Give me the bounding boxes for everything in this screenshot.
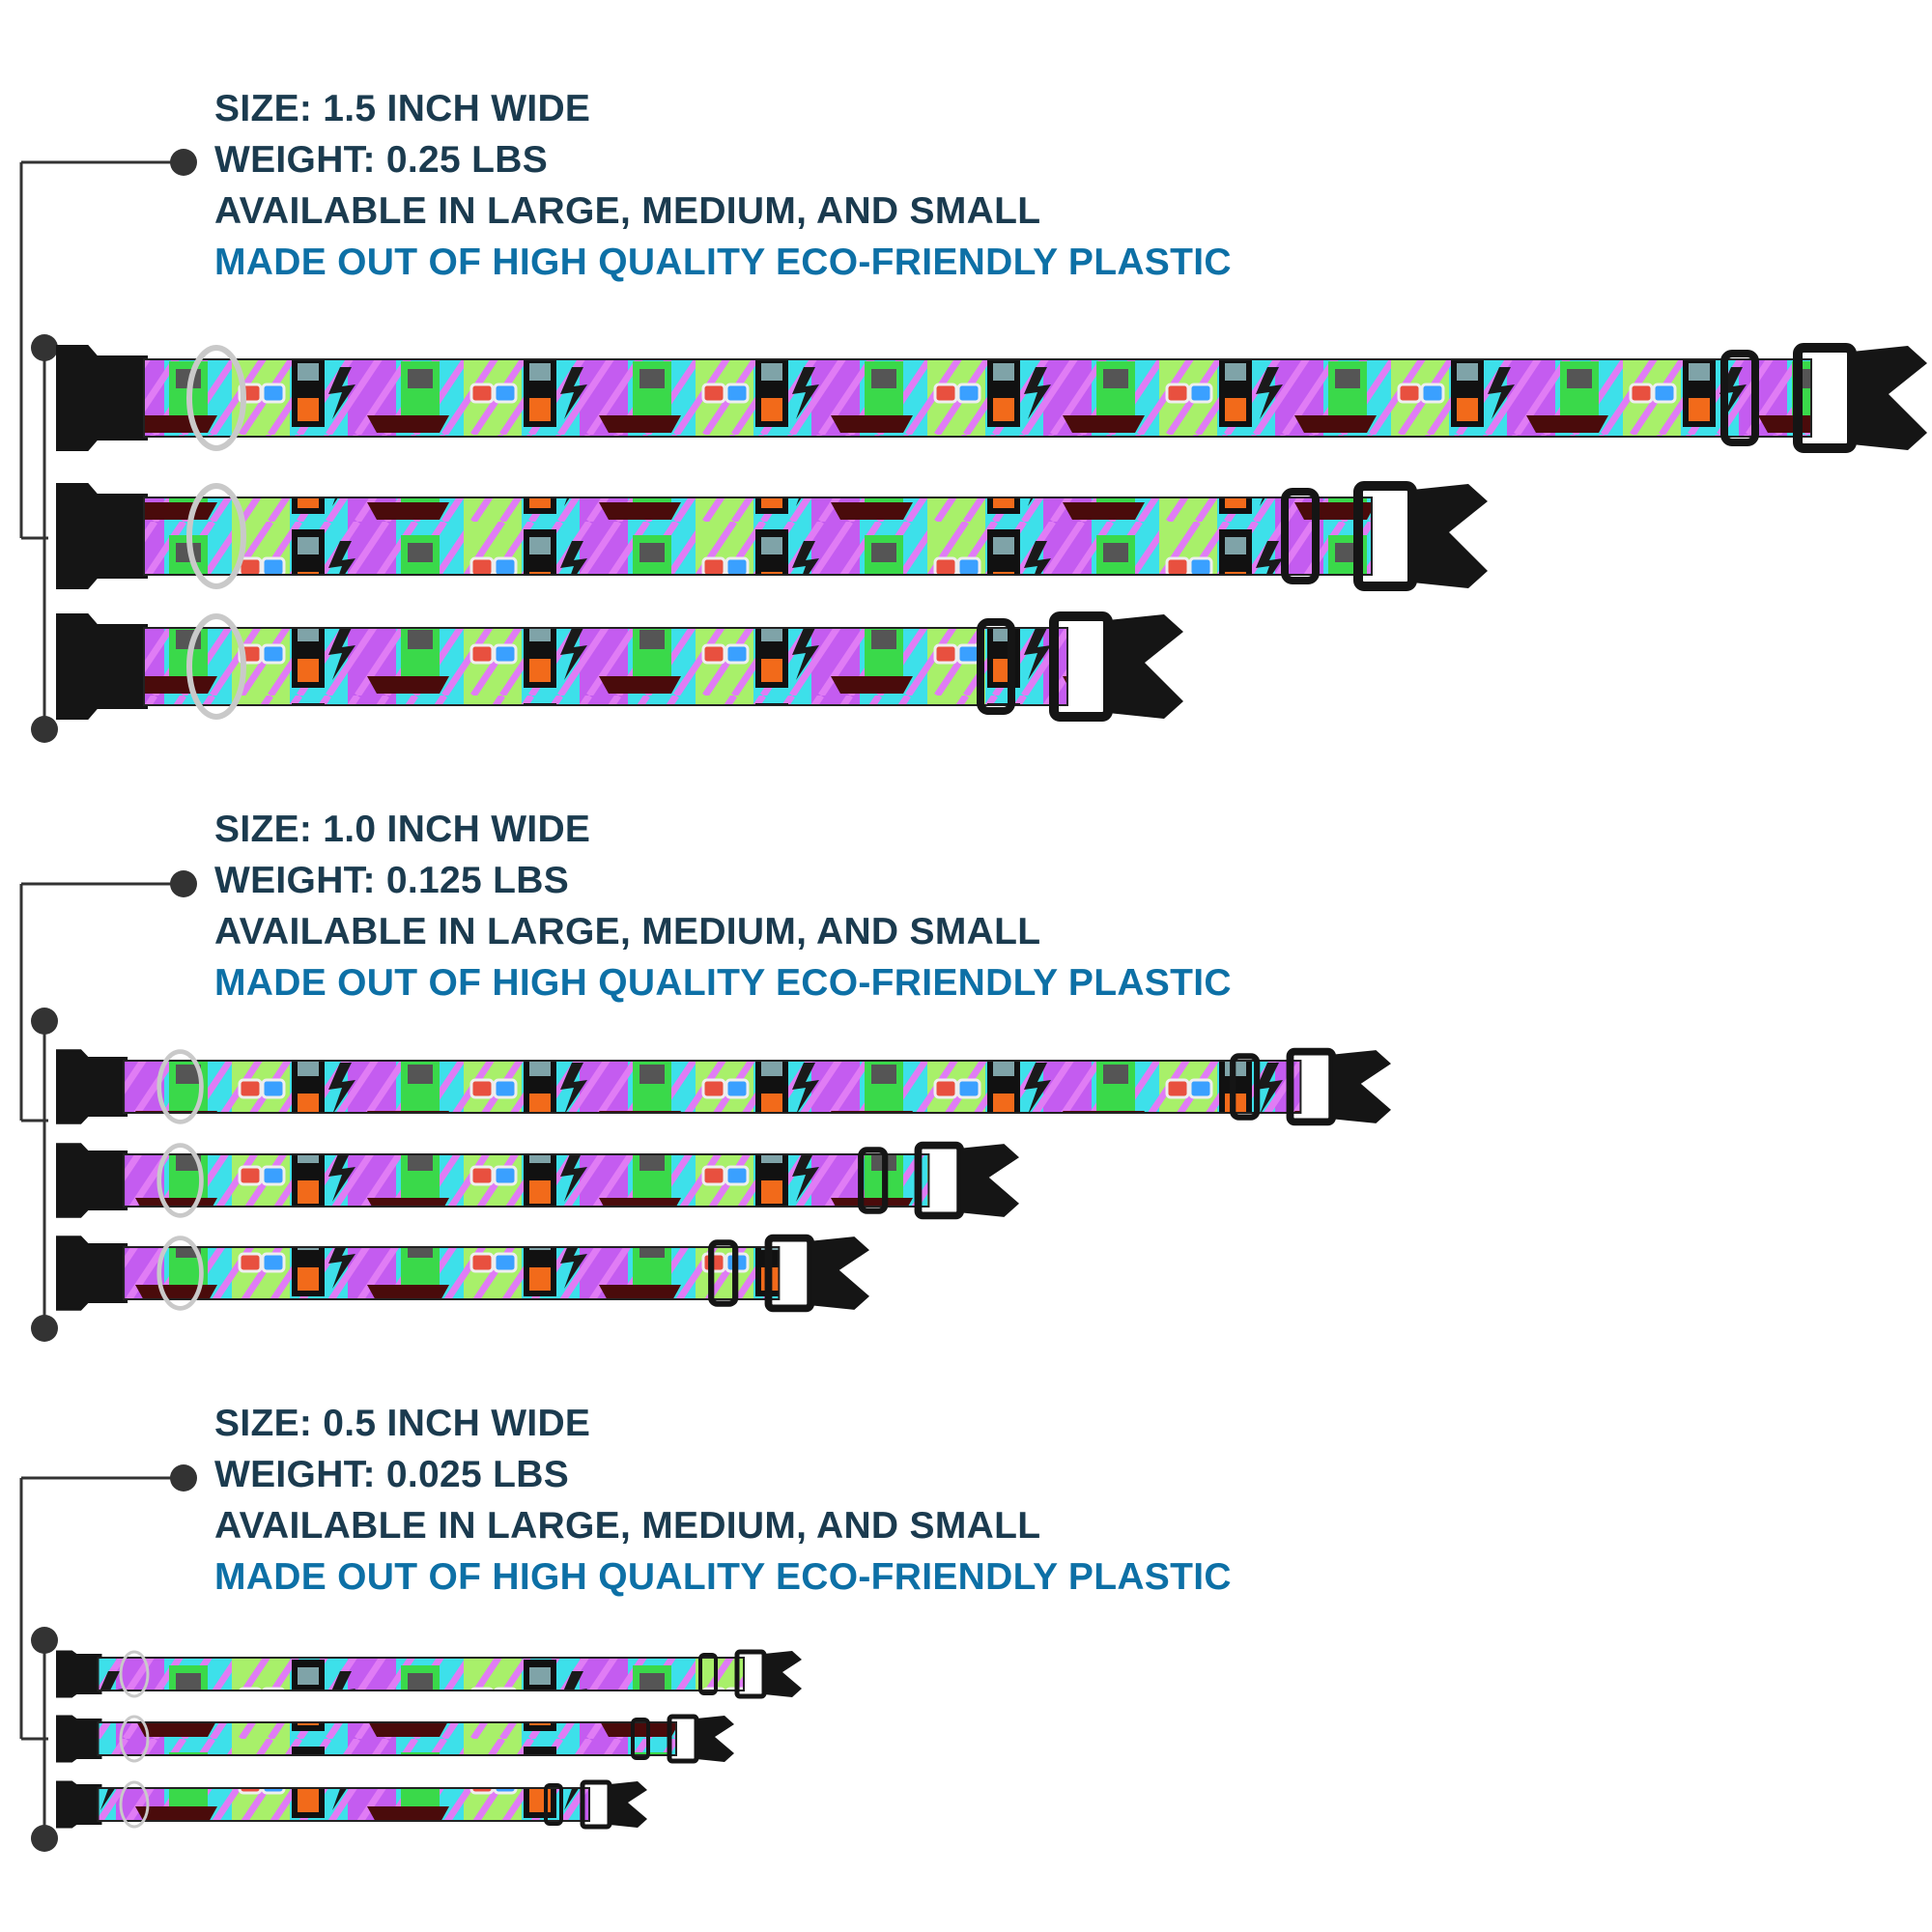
d-ring: [156, 1236, 204, 1311]
availability-label: AVAILABLE IN LARGE, MEDIUM, AND SMALL: [214, 911, 1041, 952]
connector-2: [19, 870, 197, 1342]
d-ring: [119, 1650, 150, 1698]
buckle-female: [56, 1715, 102, 1763]
size-label: SIZE: 1.5 INCH WIDE: [214, 88, 591, 129]
collar-strap: [123, 1060, 1302, 1114]
connector-3: [19, 1464, 197, 1852]
spec-block-1-0-inch: SIZE: 1.0 INCH WIDE WEIGHT: 0.125 LBS AV…: [214, 804, 1232, 1009]
collar-1-small: [56, 611, 1183, 722]
collar-strap: [97, 1787, 590, 1822]
collar-group: [56, 343, 1927, 1830]
connector-1: [19, 149, 197, 743]
collar-2-large: [56, 1047, 1391, 1126]
connector-dot: [170, 1464, 197, 1492]
collar-strap: [123, 1246, 781, 1300]
buckle-male-prongs: [1412, 484, 1488, 588]
collar-3-small: [56, 1779, 647, 1830]
collar-3-medium: [56, 1714, 734, 1764]
collar-strap: [143, 627, 1068, 706]
strap-slider: [1281, 488, 1320, 584]
collar-strap: [143, 497, 1373, 576]
strap-slider: [544, 1783, 563, 1826]
d-ring: [119, 1780, 150, 1829]
connector-dot: [31, 716, 58, 743]
d-ring: [156, 1049, 204, 1124]
buckle-female: [56, 1143, 128, 1218]
connector-dot: [31, 1315, 58, 1342]
buckle-male-prongs: [960, 1144, 1019, 1217]
buckle-female: [56, 483, 148, 589]
size-label: SIZE: 1.0 INCH WIDE: [214, 809, 591, 850]
connector-dot: [170, 870, 197, 897]
strap-slider: [858, 1147, 889, 1214]
availability-label: AVAILABLE IN LARGE, MEDIUM, AND SMALL: [214, 190, 1041, 232]
collar-strap: [97, 1657, 745, 1691]
buckle-male-prongs: [810, 1236, 869, 1310]
connector-lines: [19, 149, 197, 1852]
strap-slider: [698, 1653, 718, 1695]
d-ring: [186, 483, 246, 589]
buckle-female: [56, 345, 148, 451]
strap-slider: [1230, 1053, 1261, 1121]
collar-2-medium: [56, 1141, 1019, 1220]
buckle-female: [56, 1650, 102, 1698]
buckle-male-prongs: [764, 1651, 802, 1697]
collar-3-large: [56, 1649, 802, 1699]
weight-label: WEIGHT: 0.025 LBS: [214, 1454, 570, 1495]
collar-strap: [123, 1153, 930, 1208]
connector-dot: [170, 149, 197, 176]
size-label: SIZE: 0.5 INCH WIDE: [214, 1403, 591, 1444]
connector-dot: [31, 334, 58, 361]
strap-slider: [1720, 350, 1759, 446]
d-ring: [156, 1143, 204, 1218]
d-ring: [186, 613, 246, 720]
collar-1-large: [56, 343, 1927, 453]
buckle-female: [56, 1780, 102, 1829]
d-ring: [119, 1715, 150, 1763]
buckle-male-prongs: [1332, 1050, 1391, 1123]
connector-dot: [31, 1825, 58, 1852]
collar-2-small: [56, 1234, 869, 1313]
buckle-male-prongs: [696, 1716, 734, 1762]
buckle-female: [56, 1236, 128, 1311]
material-label: MADE OUT OF HIGH QUALITY ECO-FRIENDLY PL…: [214, 1556, 1232, 1598]
spec-block-0-5-inch: SIZE: 0.5 INCH WIDE WEIGHT: 0.025 LBS AV…: [214, 1398, 1232, 1603]
collar-strap: [143, 358, 1812, 438]
buckle-female: [56, 1049, 128, 1124]
buckle-male-prongs: [1852, 346, 1927, 450]
connector-dot: [31, 1008, 58, 1035]
collar-strap: [97, 1721, 677, 1756]
material-label: MADE OUT OF HIGH QUALITY ECO-FRIENDLY PL…: [214, 962, 1232, 1004]
availability-label: AVAILABLE IN LARGE, MEDIUM, AND SMALL: [214, 1505, 1041, 1547]
d-ring: [186, 345, 246, 451]
strap-slider: [708, 1239, 739, 1307]
weight-label: WEIGHT: 0.25 LBS: [214, 139, 549, 181]
connector-dot: [31, 1627, 58, 1654]
collar-1-medium: [56, 481, 1488, 591]
buckle-male-prongs: [1108, 614, 1183, 719]
strap-slider: [631, 1718, 650, 1760]
weight-label: WEIGHT: 0.125 LBS: [214, 860, 570, 901]
spec-block-1-5-inch: SIZE: 1.5 INCH WIDE WEIGHT: 0.25 LBS AVA…: [214, 83, 1232, 288]
buckle-female: [56, 613, 148, 720]
buckle-male-prongs: [610, 1781, 647, 1828]
strap-slider: [977, 618, 1015, 715]
material-label: MADE OUT OF HIGH QUALITY ECO-FRIENDLY PL…: [214, 242, 1232, 283]
